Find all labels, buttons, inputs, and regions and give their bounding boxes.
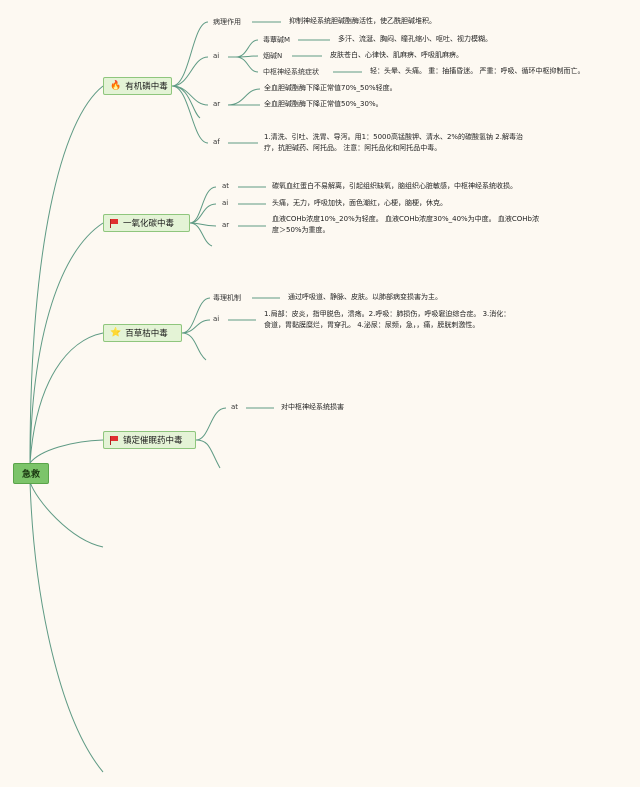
subbranch-text-cns-symptoms: 轻：头晕、头痛。 重：抽搐昏迷。 严重：呼吸、循环中枢抑制而亡。 <box>370 67 585 75</box>
red-flag-icon <box>110 435 119 445</box>
list-item: 全血胆碱酯酶下降正常值70%_50%轻度。 <box>264 84 397 92</box>
subbranch-text-nicotinic: 皮肤苍白、心律快、肌麻痹、呼吸肌麻痹。 <box>330 51 463 59</box>
branch-label-toxicology[interactable]: 毒理机制 <box>213 294 241 302</box>
branch-label-at[interactable]: at <box>231 403 239 411</box>
branch-label-at[interactable]: at <box>222 182 230 190</box>
branch-text-at: 碳氧血红蛋白不易解离，引起组织缺氧，脑组织心脏敏感，中枢神经系统收损。 <box>272 182 517 190</box>
branch-label-ar[interactable]: ar <box>213 100 221 108</box>
star-icon: ⭐ <box>110 327 122 338</box>
subbranch-label-nicotinic[interactable]: 烟碱N <box>263 52 283 60</box>
topic-label: 镇定催眠药中毒 <box>123 436 183 446</box>
topic-carbon-monoxide-poisoning[interactable]: 一氧化碳中毒 <box>103 214 190 232</box>
branch-label-pathology[interactable]: 病理作用 <box>213 18 241 26</box>
branch-text-pathology: 抑制神经系统胆碱酯酶活性，使乙酰胆碱堆积。 <box>289 17 436 25</box>
branch-label-ar[interactable]: ar <box>222 221 230 229</box>
list-item: 全血胆碱酯酶下降正常值50%_30%。 <box>264 100 383 108</box>
subbranch-label-cns-symptoms[interactable]: 中枢神经系统症状 <box>263 68 319 76</box>
topic-label: 一氧化碳中毒 <box>123 219 175 229</box>
subbranch-text-muscarinic: 多汗、流涎、胸闷、瞳孔缩小、呕吐、视力模糊。 <box>338 35 492 43</box>
fire-icon: 🔥 <box>110 80 122 91</box>
topic-label: 百草枯中毒 <box>125 329 168 339</box>
topic-sedative-hypnotic-poisoning[interactable]: 镇定催眠药中毒 <box>103 431 196 449</box>
root-node[interactable]: 急救 <box>13 463 49 484</box>
topic-paraquat-poisoning[interactable]: ⭐ 百草枯中毒 <box>103 324 182 342</box>
branch-label-ai[interactable]: ai <box>213 52 220 60</box>
branch-text-af-line-1: 1.清洗、引吐、洗胃、导泻。用1：5000高锰酸钾、清水、2%的碳酸氢钠 2.解… <box>264 133 523 141</box>
branch-text-af-line-2: 疗，抗胆碱药、阿托品。 注意：阿托品化和阿托品中毒。 <box>264 144 442 152</box>
topic-label: 有机磷中毒 <box>125 82 168 92</box>
branch-text-ai: 头痛，无力，呼吸加快，面色潮红，心梗，脑梗，休克。 <box>272 199 447 207</box>
branch-label-ai[interactable]: ai <box>222 199 229 207</box>
branch-text-ar-line-2: 度＞50%为重度。 <box>272 226 330 234</box>
branch-text-ai-line-1: 1.局部：皮炎，指甲脱色，溃疡。2.呼吸：肺损伤，呼吸窘迫综合症。 3.消化： <box>264 310 511 318</box>
branch-label-af[interactable]: af <box>213 138 220 146</box>
root-label: 急救 <box>21 470 40 480</box>
branch-text-ar-line-1: 血液COHb浓度10%_20%为轻度。 血液COHb浓度30%_40%为中度。 … <box>272 215 539 223</box>
subbranch-label-muscarinic[interactable]: 毒蕈碱M <box>263 36 291 44</box>
branch-label-ai[interactable]: ai <box>213 315 220 323</box>
branch-text-ai-line-2: 食道，胃黏膜糜烂，胃穿孔。 4.泌尿：尿频，急，，痛，膀胱刺激性。 <box>264 321 480 329</box>
topic-organophosphate-poisoning[interactable]: 🔥 有机磷中毒 <box>103 77 172 95</box>
branch-text-toxicology: 通过呼吸道、静脉、皮肤。以肺部病变损害为主。 <box>288 293 442 301</box>
branch-text-at: 对中枢神经系统损害 <box>281 403 344 411</box>
red-flag-icon <box>110 218 119 228</box>
